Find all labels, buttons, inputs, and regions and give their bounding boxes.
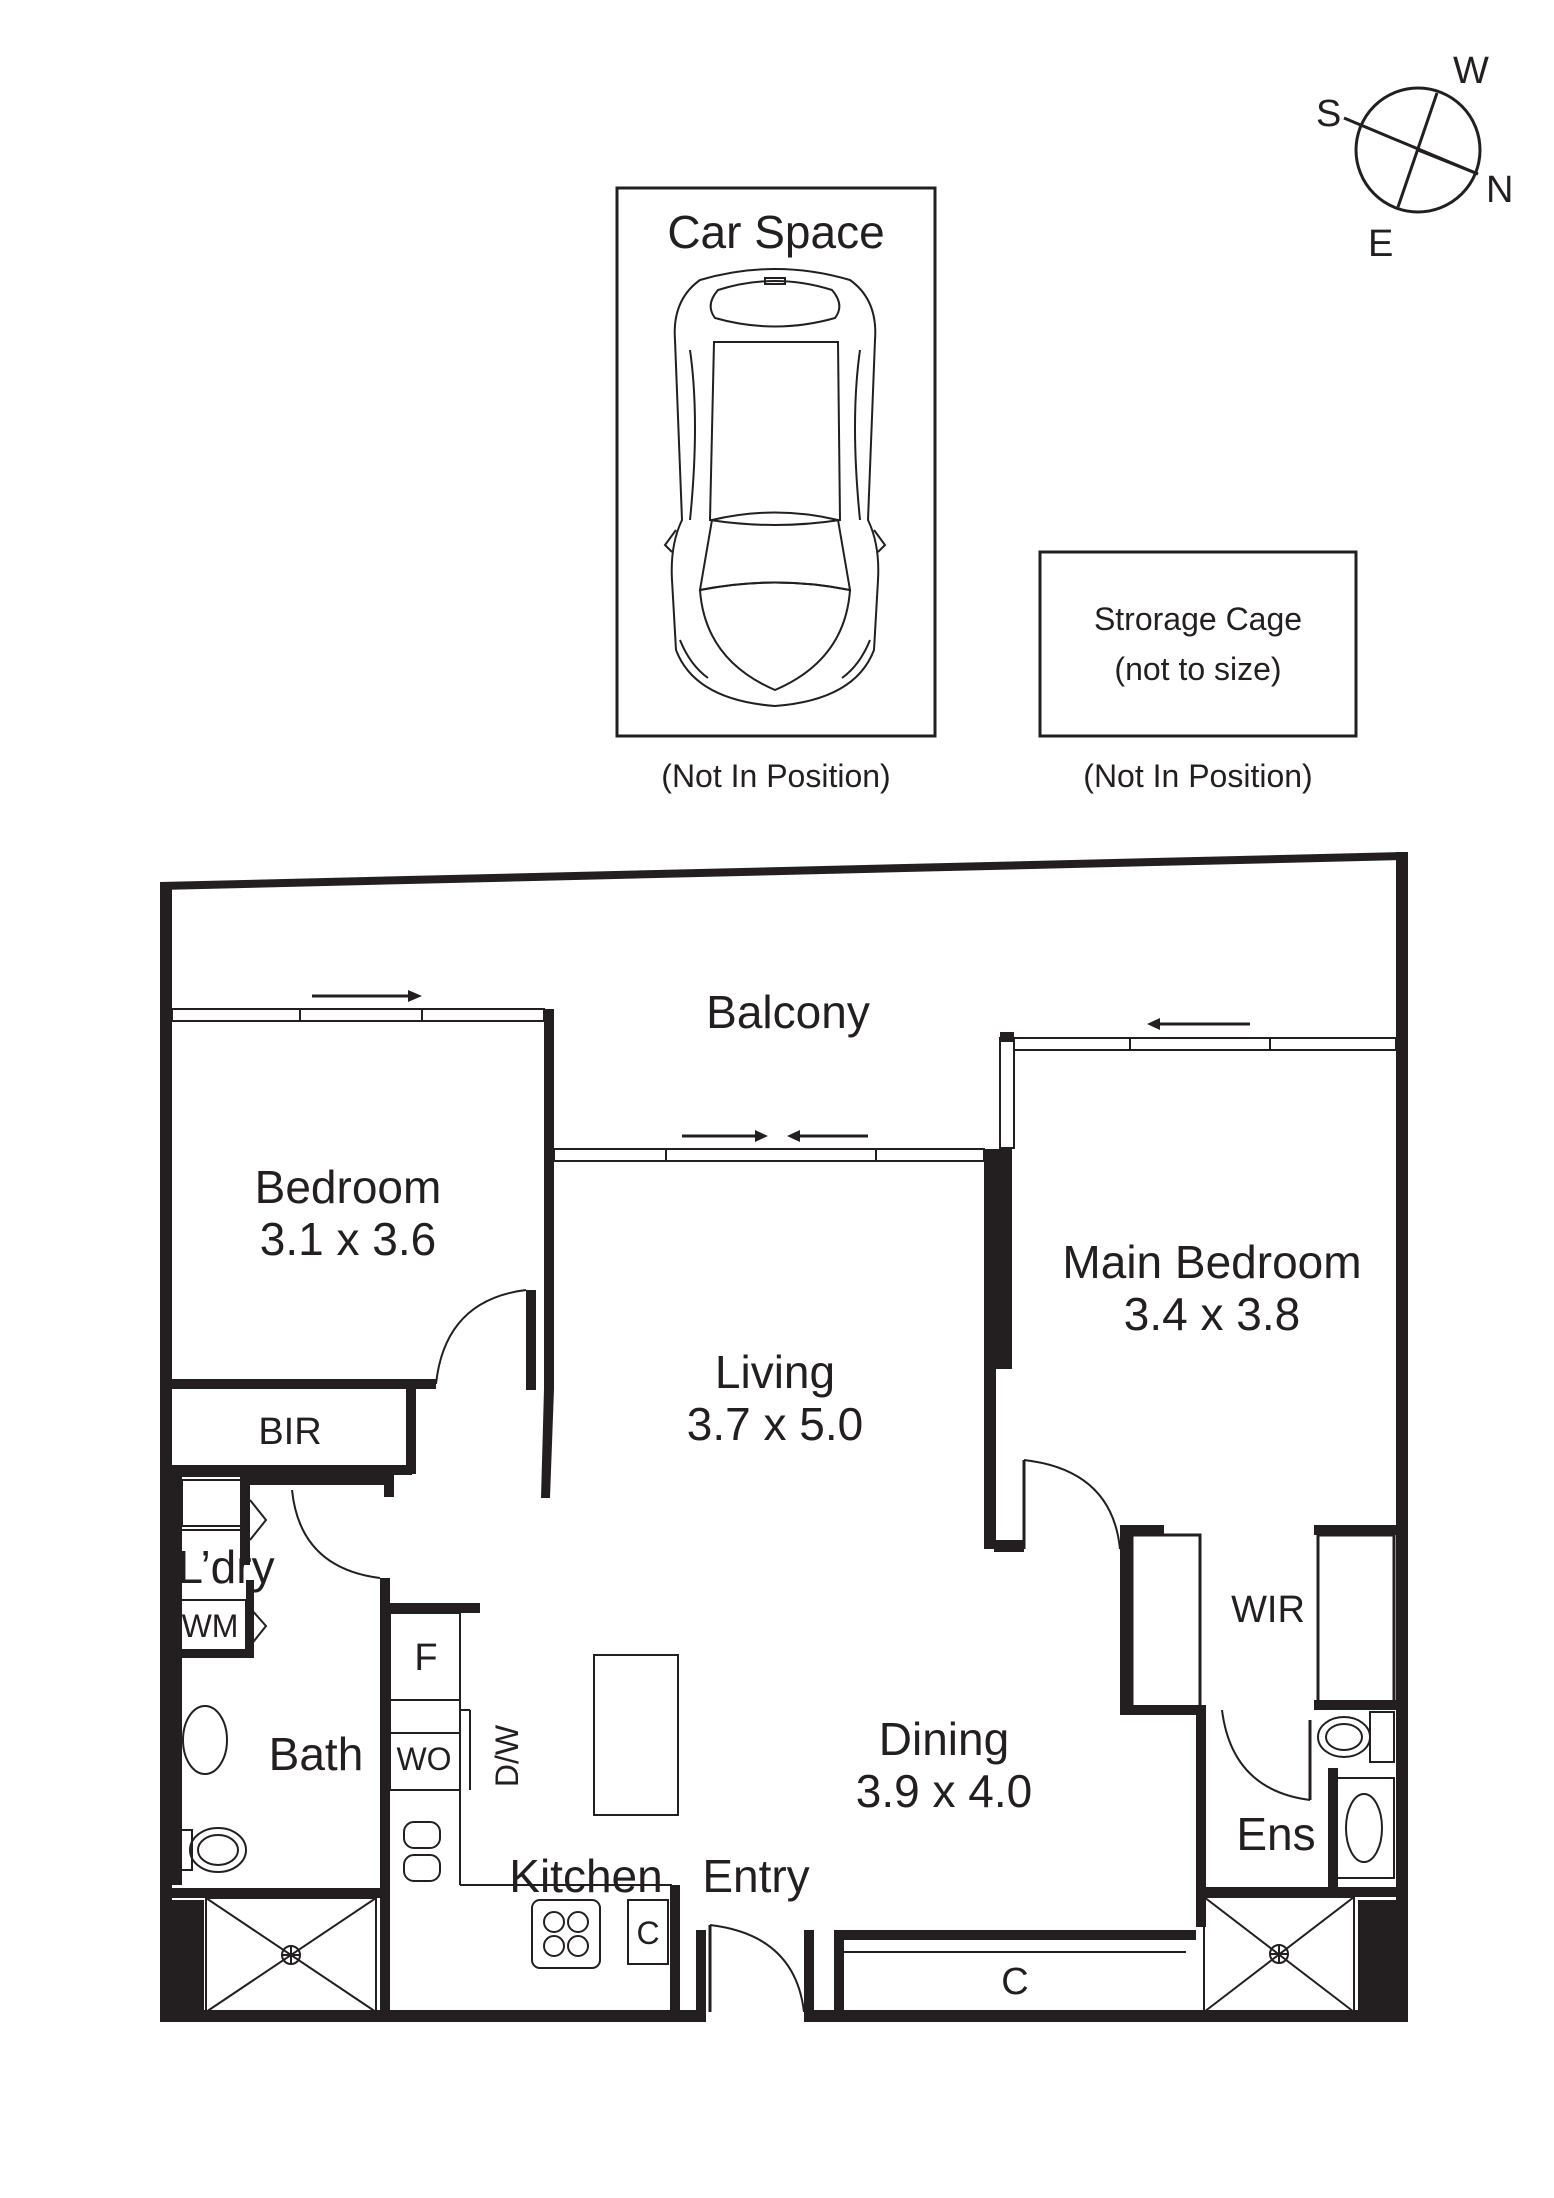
car-space-title: Car Space bbox=[667, 206, 884, 258]
bir-label: BIR bbox=[258, 1411, 321, 1453]
washing-machine-label: WM bbox=[182, 1608, 239, 1644]
car-space: Car Space (Not In Position) bbox=[615, 186, 937, 794]
ensuite-label: Ens bbox=[1236, 1808, 1315, 1860]
compass-south: S bbox=[1316, 93, 1341, 135]
car-space-note: (Not In Position) bbox=[661, 758, 890, 794]
dining-cupboard-label: C bbox=[1001, 1961, 1028, 2003]
kitchen-island bbox=[593, 1654, 679, 1816]
main-bedroom-size: 3.4 x 3.8 bbox=[1124, 1288, 1300, 1340]
compass-west: W bbox=[1453, 50, 1489, 92]
car-icon bbox=[663, 268, 887, 708]
bedroom-size: 3.1 x 3.6 bbox=[260, 1213, 436, 1265]
laundry-label: L’dry bbox=[177, 1541, 274, 1593]
bath-label: Bath bbox=[269, 1728, 364, 1780]
dining-name: Dining bbox=[879, 1713, 1009, 1765]
living-name: Living bbox=[715, 1346, 835, 1398]
dining-size: 3.9 x 4.0 bbox=[856, 1765, 1032, 1817]
bedroom-name: Bedroom bbox=[255, 1161, 442, 1213]
interior-walls bbox=[171, 990, 1397, 2018]
wall-oven-label: WO bbox=[396, 1741, 451, 1777]
dishwasher-label: D/W bbox=[489, 1724, 525, 1787]
living-size: 3.7 x 5.0 bbox=[687, 1398, 863, 1450]
entry-label: Entry bbox=[702, 1850, 809, 1902]
storage-cage-line1: Strorage Cage bbox=[1094, 601, 1302, 637]
kitchen-label: Kitchen bbox=[509, 1850, 662, 1902]
outer-walls bbox=[160, 852, 1408, 2022]
compass-north: N bbox=[1486, 169, 1513, 211]
kitchen-cupboard-label: C bbox=[636, 1915, 659, 1951]
storage-cage-line2: (not to size) bbox=[1114, 651, 1281, 687]
main-bedroom-name: Main Bedroom bbox=[1062, 1236, 1361, 1288]
storage-cage-note: (Not In Position) bbox=[1083, 758, 1312, 794]
wir-label: WIR bbox=[1231, 1589, 1305, 1631]
compass: W S N E bbox=[1316, 50, 1513, 265]
storage-cage: Strorage Cage (not to size) (Not In Posi… bbox=[1038, 550, 1358, 794]
balcony-label: Balcony bbox=[706, 986, 870, 1038]
room-labels: Balcony Bedroom 3.1 x 3.6 Living 3.7 x 5… bbox=[177, 986, 1361, 2003]
fridge-label: F bbox=[414, 1637, 437, 1679]
compass-east: E bbox=[1368, 223, 1393, 265]
